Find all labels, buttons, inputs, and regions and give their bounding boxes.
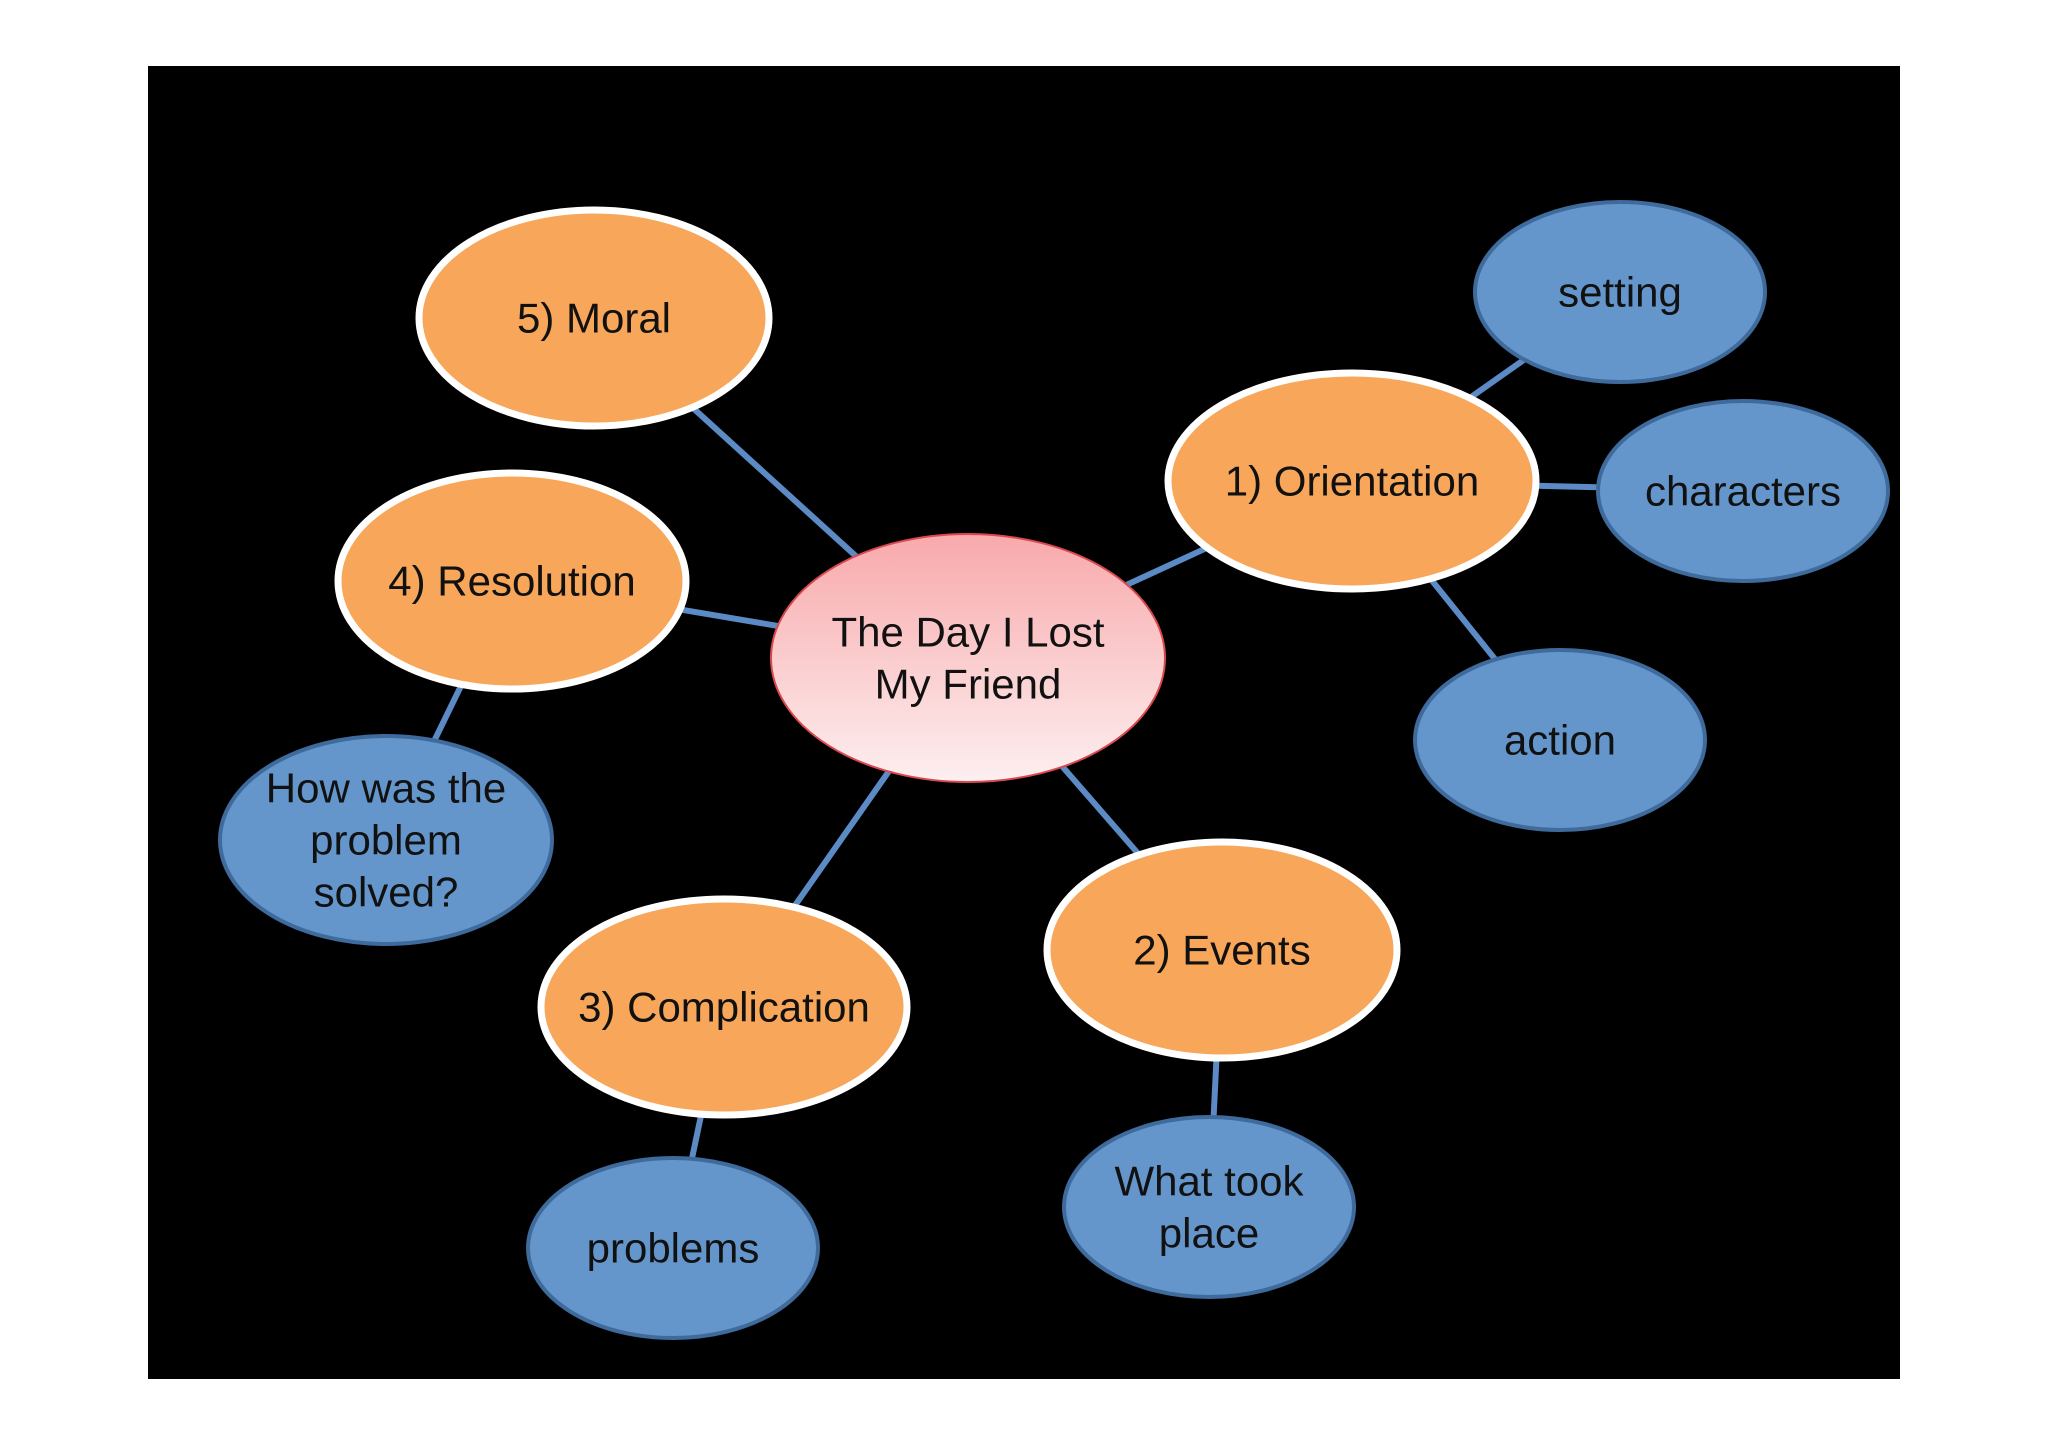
stage-ellipse [537,895,911,1119]
center-node-center: The Day I Lost My Friend [770,533,1166,783]
connector-center-moral [690,405,858,559]
stage-node-events: 2) Events [1043,838,1401,1062]
detail-ellipse [1473,200,1767,384]
center-label-line: The Day I Lost [831,609,1104,656]
detail-label-line: problem [310,817,462,864]
detail-node-how-solved: How was the problem solved? [218,734,554,946]
detail-label-line: characters [1645,468,1841,515]
detail-node-setting: setting [1473,200,1767,384]
detail-label-line: solved? [314,869,459,916]
connector-complication-problems [688,1113,705,1160]
detail-ellipse [1413,648,1707,832]
center-label-line: My Friend [875,661,1062,708]
detail-ellipse [526,1156,820,1340]
connector-center-complication [791,769,892,909]
stage-label-line: 1) Orientation [1225,458,1479,505]
connector-orientation-action [1428,576,1498,662]
stage-label-line: 5) Moral [517,295,671,342]
stage-ellipse [415,206,773,430]
connector-events-what-took-place [1210,1057,1220,1118]
detail-label-line: problems [587,1225,760,1272]
stage-node-complication: 3) Complication [537,895,911,1119]
center-ellipse [770,533,1166,783]
detail-label-line: How was the [266,765,506,812]
stage-ellipse [334,469,690,693]
connector-orientation-characters [1535,482,1599,491]
detail-node-action: action [1413,648,1707,832]
connector-orientation-setting [1467,357,1526,401]
stage-node-resolution: 4) Resolution [334,469,690,693]
stage-label-line: 3) Complication [578,984,870,1031]
stage-ellipse [1043,838,1401,1062]
connectors-layer [431,357,1599,1160]
connector-center-orientation [1125,544,1209,588]
detail-node-characters: characters [1596,399,1890,583]
detail-ellipse [1062,1115,1356,1299]
detail-ellipse [218,734,554,946]
connector-center-resolution [679,606,779,629]
connector-center-events [1060,764,1142,857]
connector-resolution-how-solved [431,683,465,742]
detail-label-line: action [1504,717,1616,764]
detail-node-what-took-place: What took place [1062,1115,1356,1299]
detail-label-line: What took [1114,1158,1304,1205]
stage-label-line: 4) Resolution [388,558,635,605]
stage-ellipse [1164,369,1540,593]
stage-node-moral: 5) Moral [415,206,773,430]
detail-label-line: setting [1558,269,1682,316]
detail-label-line: place [1159,1210,1259,1257]
detail-node-problems: problems [526,1156,820,1340]
stage-label-line: 2) Events [1133,927,1310,974]
stage-node-orientation: 1) Orientation [1164,369,1540,593]
detail-ellipse [1596,399,1890,583]
